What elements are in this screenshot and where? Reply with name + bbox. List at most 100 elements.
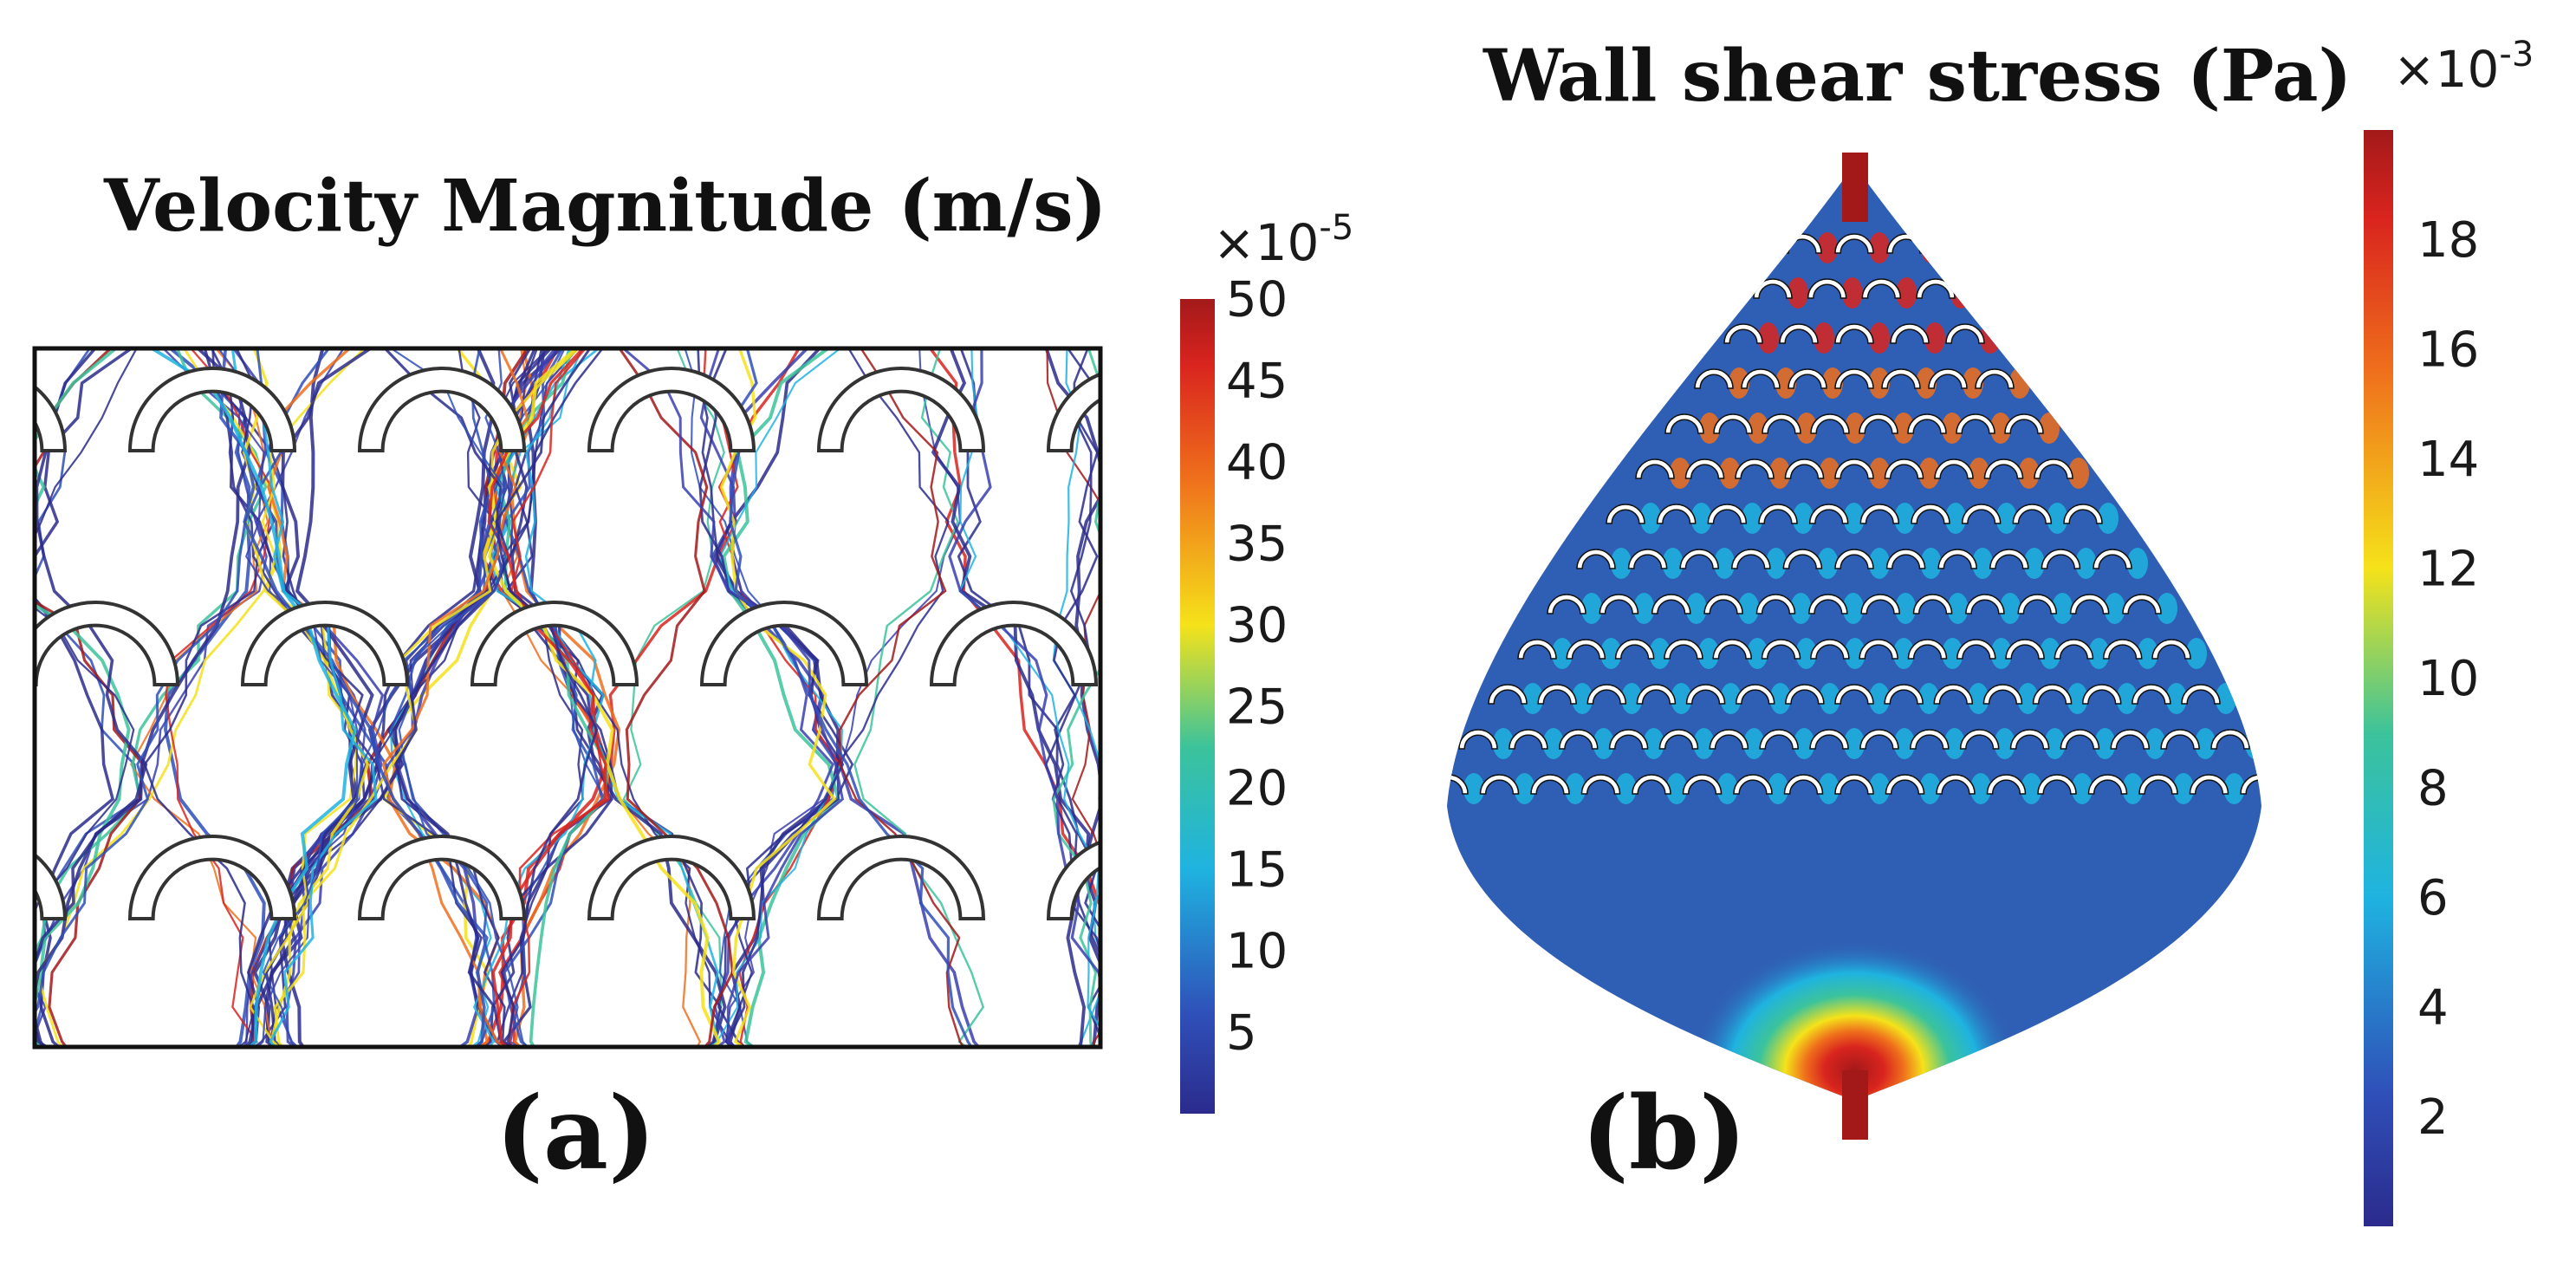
pillar-arch	[1782, 549, 1823, 569]
streamline	[722, 348, 840, 1047]
obstacle-arch	[127, 367, 297, 452]
velocity-colorbar-tick: 50	[1226, 272, 1288, 328]
gap-stress-spot	[1869, 232, 1890, 263]
pillar-arch	[1664, 639, 1703, 660]
gap-stress-spot	[1790, 593, 1812, 624]
obstacle-arch	[357, 367, 527, 452]
obstacle-arch	[816, 835, 986, 920]
panel-label-b: (b)	[1581, 1075, 1747, 1193]
pillar-arch	[2034, 458, 2073, 479]
gap-stress-spot	[1640, 503, 1661, 534]
pillar-arch	[1651, 594, 1691, 614]
gap-stress-spot	[1943, 728, 1965, 759]
streamline	[618, 348, 734, 1047]
gap-stress-spot	[1869, 367, 1890, 399]
velocity-colorbar-tick: 30	[1226, 598, 1288, 654]
gap-stress-spot	[1942, 413, 1963, 444]
gap-stress-spot	[1743, 728, 1765, 759]
outlet-channel	[1842, 1070, 1868, 1140]
streamline	[217, 348, 359, 1047]
gap-stress-spot	[1643, 728, 1664, 759]
gap-stress-spot	[1793, 503, 1814, 534]
pillar-arch	[1834, 774, 1874, 795]
streamline	[151, 348, 357, 1047]
streamline	[487, 348, 607, 1047]
gap-stress-spot	[2127, 548, 2148, 579]
gap-stress-spot	[1699, 413, 1720, 444]
velocity-colorbar-tick: 45	[1226, 354, 1288, 410]
streamline	[948, 348, 1100, 990]
shear-stress-colorbar-multiplier: ×10-3	[2393, 35, 2534, 99]
pillar-arch	[1785, 684, 1825, 705]
gap-stress-spot	[1893, 413, 1914, 444]
pillar-arch	[1608, 729, 1649, 750]
pillar-arch	[1741, 368, 1781, 389]
gap-stress-spot	[1942, 638, 1963, 669]
streamline	[35, 348, 251, 1047]
gap-stress-spot	[1999, 593, 2021, 624]
shear-stress-colorbar-tick: 16	[2417, 322, 2479, 379]
gap-stress-spot	[1693, 728, 1715, 759]
obstacle-arch	[240, 601, 410, 686]
pillar-arch	[1959, 729, 2000, 750]
velocity-colorbar-tick: 15	[1226, 842, 1288, 899]
pillar-arch	[1834, 233, 1874, 254]
pillar-arch	[2041, 549, 2081, 569]
gap-stress-spot	[1968, 683, 1989, 714]
pillar-arch	[1961, 504, 2002, 524]
gap-stress-spot	[1920, 548, 1942, 579]
streamline	[724, 348, 950, 1047]
gap-stress-spot	[1819, 683, 1840, 714]
gap-stress-spot	[1972, 548, 1994, 579]
gap-stress-spot	[1963, 367, 1983, 399]
gap-stress-spot	[2145, 728, 2166, 759]
gap-stress-spot	[1690, 503, 1712, 534]
pillar-arch	[1834, 368, 1874, 389]
pillar-arch	[1884, 684, 1924, 705]
obstacle-arch	[35, 384, 68, 452]
shear-stress-colorbar-tick: 4	[2417, 980, 2449, 1037]
pillar-arch	[1703, 594, 1743, 614]
shear-stress-colorbar-gradient	[2364, 130, 2393, 1226]
gap-stress-spot	[1742, 503, 1763, 534]
pillar-arch	[1881, 368, 1921, 389]
pillar-arch	[1517, 639, 1557, 660]
gap-stress-spot	[1522, 683, 1543, 714]
gap-stress-spot	[1921, 232, 1942, 263]
gap-stress-spot	[1969, 458, 1989, 489]
velocity-streamline-plot	[32, 346, 1103, 1050]
pillar-arch	[2132, 684, 2171, 705]
streamline	[1046, 348, 1100, 1047]
gap-stress-spot	[1671, 683, 1692, 714]
pillar-arch	[1783, 774, 1824, 795]
gap-stress-spot	[2023, 548, 2045, 579]
obstacle-arch	[699, 601, 869, 686]
gap-stress-spot	[1924, 322, 1945, 354]
velocity-colorbar-tick: 25	[1226, 679, 1288, 736]
shear-stress-colorbar-tick: 12	[2417, 542, 2479, 598]
pillar-arch	[1907, 639, 1948, 660]
pillar-arch	[1713, 413, 1753, 434]
pillar-arch	[1956, 639, 1996, 660]
pillar-arch	[1933, 684, 1974, 705]
pillar-arch	[1709, 729, 1749, 750]
gap-stress-spot	[1918, 458, 1940, 489]
pillar-arch	[1788, 368, 1827, 389]
pillar-arch	[1694, 368, 1734, 389]
gap-stress-spot	[2165, 683, 2187, 714]
gap-stress-spot	[2137, 638, 2158, 669]
streamline	[497, 348, 609, 1047]
gap-stress-spot	[2274, 773, 2295, 804]
gap-stress-spot	[1814, 322, 1834, 354]
obstacle-arch	[470, 601, 639, 686]
gap-stress-spot	[1719, 458, 1741, 489]
gap-stress-spot	[1738, 593, 1760, 624]
pillar-arch	[1735, 684, 1775, 705]
gap-stress-spot	[1841, 277, 1863, 309]
pillar-arch	[2060, 729, 2100, 750]
streamline	[729, 348, 974, 1047]
shear-stress-colorbar-tick: 10	[2417, 651, 2479, 707]
pillar-arch	[1576, 549, 1616, 569]
velocity-colorbar-tick: 40	[1226, 435, 1288, 491]
gap-stress-spot	[2039, 413, 2060, 444]
